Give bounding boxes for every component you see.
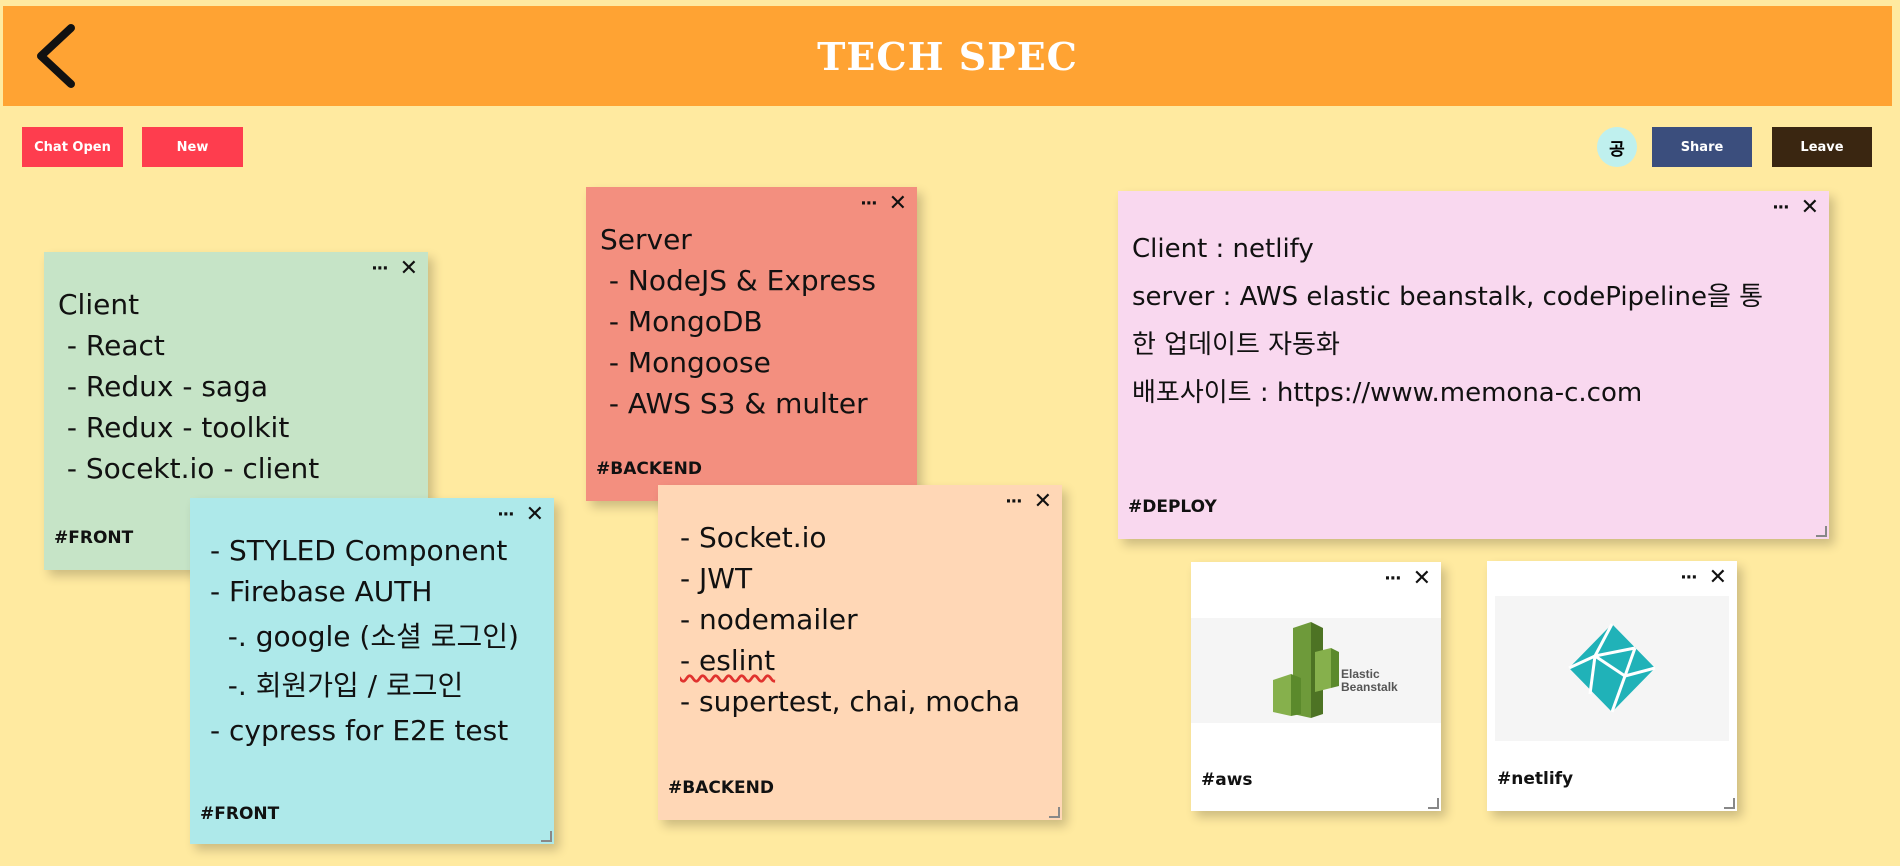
- netlify-image: [1495, 596, 1729, 741]
- chat-open-button[interactable]: Chat Open: [22, 127, 123, 167]
- new-note-button[interactable]: New: [142, 127, 243, 167]
- back-button[interactable]: [23, 20, 93, 92]
- resize-handle[interactable]: [1428, 798, 1439, 809]
- note-tag: #FRONT: [200, 804, 280, 824]
- note-line: server : AWS elastic beanstalk, codePipe…: [1132, 282, 1764, 312]
- note-line: -. 회원가입 / 로그인: [210, 669, 464, 702]
- note-line-misspelled: - eslint: [680, 644, 776, 677]
- note-body[interactable]: Client - React - Redux - saga - Redux - …: [58, 284, 418, 489]
- netlify-logo-icon: [1568, 623, 1656, 713]
- note-line: - Socket.io: [680, 521, 827, 554]
- more-dots-icon[interactable]: ···: [371, 258, 388, 279]
- more-dots-icon[interactable]: ···: [1772, 197, 1789, 218]
- note-line: - Mongoose: [600, 346, 771, 379]
- note-line: Client: [58, 288, 140, 321]
- note-body[interactable]: - Socket.io - JWT - nodemailer - eslint …: [680, 517, 1052, 722]
- elastic-beanstalk-logo-icon: Elastic Beanstalk: [1273, 622, 1398, 718]
- note-tag: #BACKEND: [596, 459, 702, 479]
- resize-handle[interactable]: [541, 831, 552, 842]
- svg-text:Beanstalk: Beanstalk: [1341, 680, 1398, 694]
- close-icon[interactable]: ✕: [1033, 489, 1052, 514]
- close-icon[interactable]: ✕: [1708, 565, 1727, 590]
- more-dots-icon[interactable]: ···: [860, 193, 877, 214]
- note-line: - cypress for E2E test: [210, 714, 509, 747]
- note-line: - MongoDB: [600, 305, 763, 338]
- note-line: - React: [58, 329, 165, 362]
- share-button[interactable]: Share: [1652, 127, 1752, 167]
- note-backend-tools[interactable]: ··· ✕ - Socket.io - JWT - nodemailer - e…: [658, 485, 1062, 820]
- more-dots-icon[interactable]: ···: [1384, 568, 1401, 589]
- note-tag: #FRONT: [54, 528, 134, 548]
- note-front-styled[interactable]: ··· ✕ - STYLED Component - Firebase AUTH…: [190, 498, 554, 844]
- note-line: - Redux - saga: [58, 370, 268, 403]
- close-icon[interactable]: ✕: [1800, 195, 1819, 220]
- note-netlify-image[interactable]: ··· ✕ #netlify: [1487, 561, 1737, 811]
- note-line: - NodeJS & Express: [600, 264, 876, 297]
- close-icon[interactable]: ✕: [525, 502, 544, 527]
- elastic-beanstalk-image: Elastic Beanstalk: [1191, 618, 1441, 723]
- note-line: - AWS S3 & multer: [600, 387, 868, 420]
- note-tag: #aws: [1201, 770, 1253, 790]
- more-dots-icon[interactable]: ···: [1005, 491, 1022, 512]
- resize-handle[interactable]: [1049, 807, 1060, 818]
- note-backend-server[interactable]: ··· ✕ Server - NodeJS & Express - MongoD…: [586, 187, 917, 501]
- resize-handle[interactable]: [1724, 798, 1735, 809]
- chevron-left-icon: [37, 24, 75, 88]
- close-icon[interactable]: ✕: [888, 191, 907, 216]
- more-dots-icon[interactable]: ···: [1680, 567, 1697, 588]
- close-icon[interactable]: ✕: [399, 256, 418, 281]
- note-line: -. google (소셜 로그인): [210, 620, 519, 653]
- note-line: Client : netlify: [1132, 234, 1314, 264]
- resize-handle[interactable]: [1816, 526, 1827, 537]
- note-line: - Socekt.io - client: [58, 452, 320, 485]
- note-line: - supertest, chai, mocha: [680, 685, 1021, 718]
- note-line: 배포사이트 : https://www.memona-c.com: [1132, 378, 1643, 408]
- note-line: Server: [600, 223, 692, 256]
- note-line: - nodemailer: [680, 603, 858, 636]
- note-line: - Redux - toolkit: [58, 411, 290, 444]
- note-line: - JWT: [680, 562, 753, 595]
- avatar[interactable]: 공: [1597, 127, 1637, 167]
- svg-text:Elastic: Elastic: [1341, 667, 1380, 681]
- leave-button[interactable]: Leave: [1772, 127, 1872, 167]
- note-deploy[interactable]: ··· ✕ Client : netlify server : AWS elas…: [1118, 191, 1829, 539]
- more-dots-icon[interactable]: ···: [497, 504, 514, 525]
- note-body[interactable]: Server - NodeJS & Express - MongoDB - Mo…: [600, 219, 907, 424]
- note-line: 한 업데이트 자동화: [1132, 330, 1340, 360]
- note-line: - STYLED Component: [210, 534, 508, 567]
- note-body[interactable]: Client : netlify server : AWS elastic be…: [1132, 225, 1819, 417]
- note-line: - Firebase AUTH: [210, 575, 433, 608]
- close-icon[interactable]: ✕: [1412, 566, 1431, 591]
- note-tag: #DEPLOY: [1128, 497, 1217, 517]
- note-body[interactable]: - STYLED Component - Firebase AUTH -. go…: [210, 530, 544, 751]
- note-aws-image[interactable]: ··· ✕ Elastic Beanstalk #aws: [1191, 562, 1441, 811]
- note-tag: #BACKEND: [668, 778, 774, 798]
- page-title: TECH SPEC: [817, 34, 1078, 79]
- header-bar: TECH SPEC: [3, 6, 1892, 106]
- note-tag: #netlify: [1497, 769, 1574, 789]
